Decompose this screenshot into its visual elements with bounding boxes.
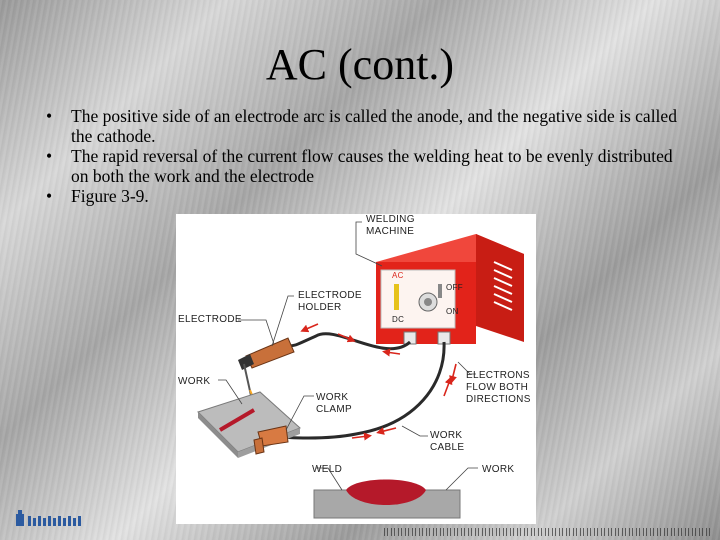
label-work-clamp-1: WORK bbox=[316, 392, 348, 403]
weld-cross-section bbox=[313, 479, 461, 519]
terminal-left bbox=[403, 331, 417, 345]
label-electrode-holder-1: ELECTRODE bbox=[298, 290, 362, 301]
label-electrode-holder-2: HOLDER bbox=[298, 302, 341, 313]
label-electrode: ELECTRODE bbox=[178, 314, 242, 325]
label-work-clamp-2: CLAMP bbox=[316, 404, 352, 415]
off-label: OFF bbox=[446, 283, 463, 292]
bullet-text: The rapid reversal of the current flow c… bbox=[71, 146, 673, 186]
publisher-logo-icon bbox=[16, 510, 81, 526]
label-machine: MACHINE bbox=[366, 226, 414, 237]
bullet-list: • The positive side of an electrode arc i… bbox=[46, 106, 686, 206]
bullet-text: The positive side of an electrode arc is… bbox=[71, 106, 677, 146]
bullet-item: • Figure 3-9. bbox=[46, 186, 686, 206]
ac-label: AC bbox=[392, 271, 404, 280]
electrode-cable bbox=[287, 332, 412, 351]
bullet-text: Figure 3-9. bbox=[71, 186, 149, 206]
on-off-switch bbox=[438, 284, 442, 298]
label-electrons-3: DIRECTIONS bbox=[466, 394, 531, 405]
label-work-bottom: WORK bbox=[482, 464, 514, 475]
footer-strip bbox=[384, 528, 710, 536]
label-work-cable-2: CABLE bbox=[430, 442, 464, 453]
weld-seam bbox=[218, 408, 256, 432]
label-electrons-1: ELECTRONS bbox=[466, 370, 530, 381]
slide-title: AC (cont.) bbox=[265, 40, 455, 89]
welding-diagram: AC DC OFF ON bbox=[178, 214, 531, 519]
bullet-item: • The rapid reversal of the current flow … bbox=[46, 146, 686, 186]
label-work-cable-1: WORK bbox=[430, 430, 462, 441]
label-work: WORK bbox=[178, 376, 210, 387]
welding-machine: AC DC OFF ON bbox=[376, 234, 524, 345]
control-panel bbox=[380, 269, 456, 329]
dc-label: DC bbox=[392, 315, 404, 324]
work-piece bbox=[197, 391, 301, 458]
publisher-logo bbox=[14, 508, 84, 530]
label-welding: WELDING bbox=[366, 214, 415, 225]
label-electrons-2: FLOW BOTH bbox=[466, 382, 528, 393]
figure-3-9: AC DC OFF ON bbox=[176, 214, 536, 524]
electrode-holder bbox=[238, 337, 295, 402]
ac-dc-switch bbox=[394, 284, 399, 310]
label-weld: WELD bbox=[312, 464, 342, 475]
work-cable bbox=[275, 341, 446, 440]
weld-bead bbox=[346, 479, 426, 505]
leader-lines bbox=[218, 221, 478, 491]
on-label: ON bbox=[446, 307, 459, 316]
bullet-item: • The positive side of an electrode arc i… bbox=[46, 106, 686, 146]
work-clamp bbox=[253, 425, 289, 455]
bullet-marker: • bbox=[46, 146, 53, 166]
bullet-marker: • bbox=[46, 186, 53, 206]
bullet-marker: • bbox=[46, 106, 53, 126]
